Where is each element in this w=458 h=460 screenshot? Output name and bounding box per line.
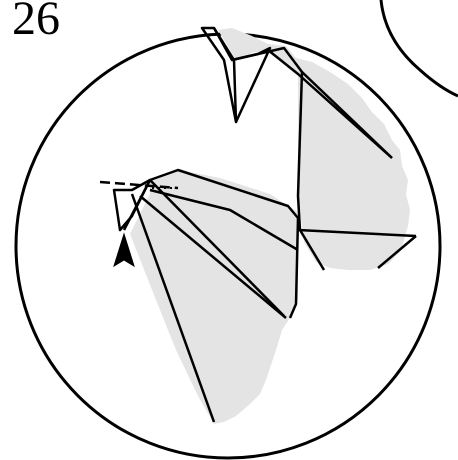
previous-step-circle-partial	[381, 0, 458, 96]
arrow-head-icon	[114, 234, 134, 266]
step-number: 26	[12, 0, 60, 45]
